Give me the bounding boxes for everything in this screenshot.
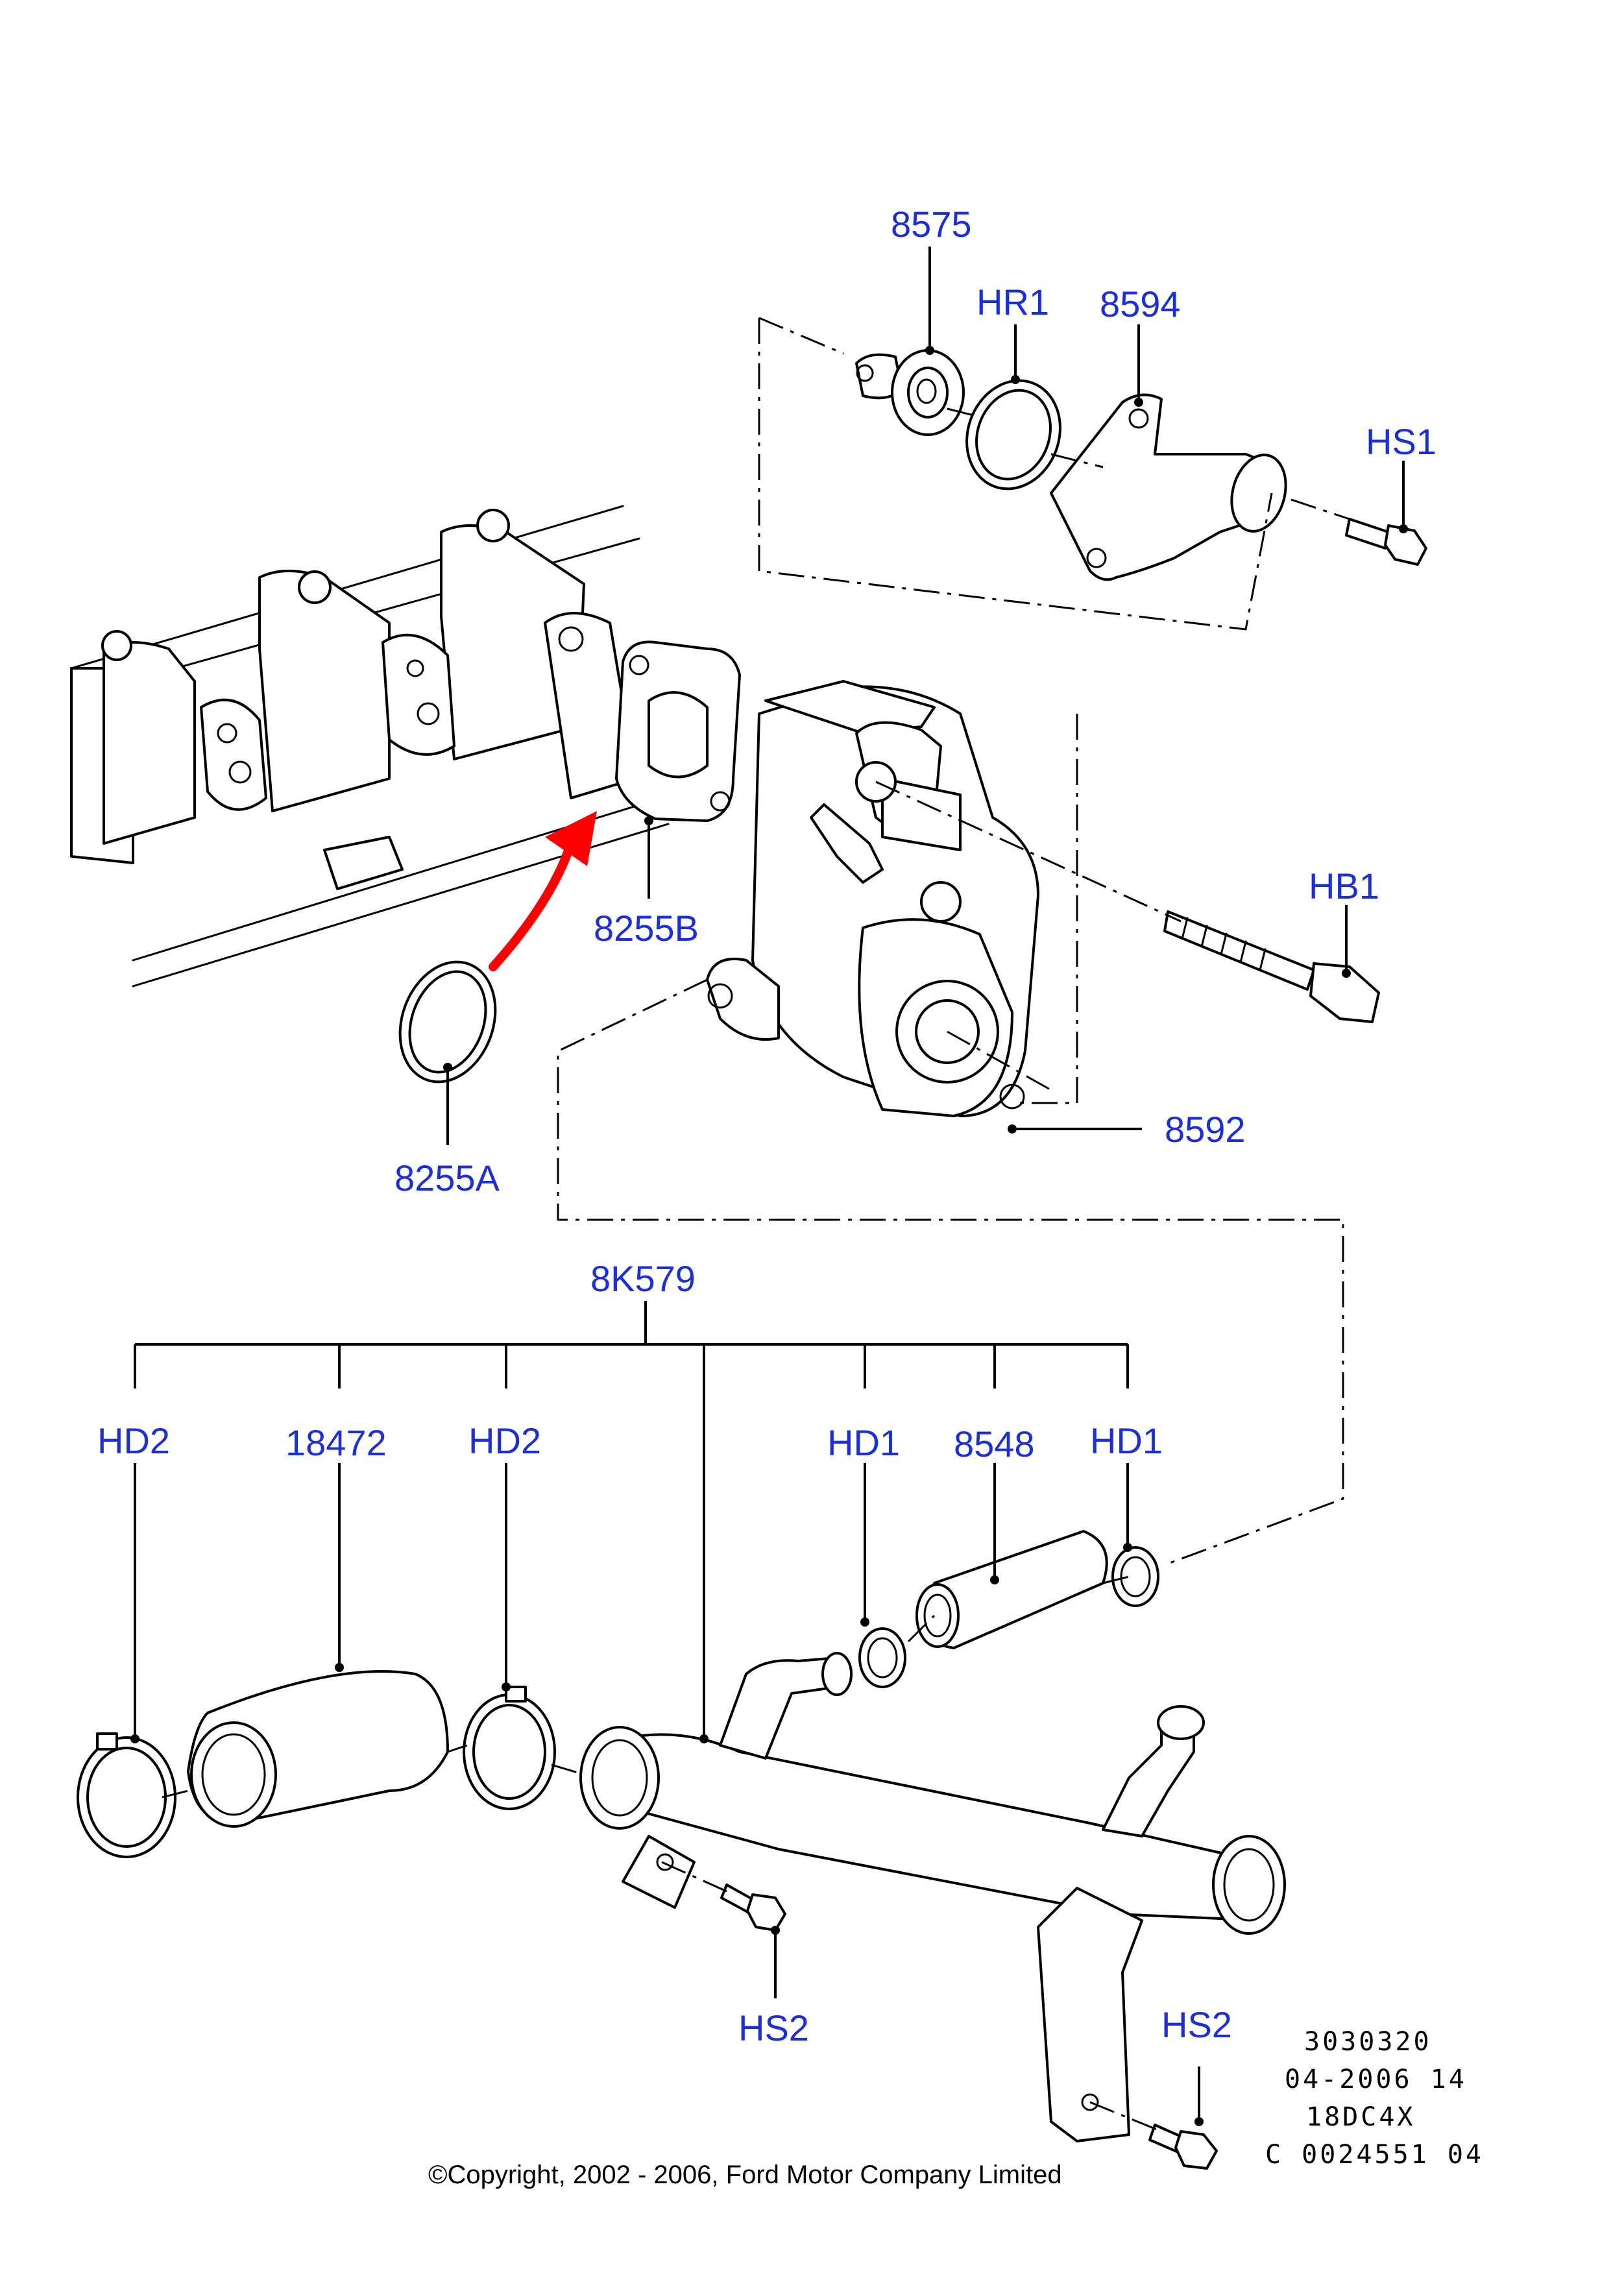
- hose-clamp-hd2-left: [77, 1732, 176, 1858]
- label-18472: 18472: [285, 1422, 387, 1463]
- label-8255a: 8255A: [394, 1158, 500, 1198]
- label-hs2-right: HS2: [1161, 2004, 1232, 2045]
- copyright-text: ©Copyright, 2002 - 2006, Ford Motor Comp…: [428, 2161, 1062, 2189]
- thermostat-8575: [855, 349, 965, 436]
- bolt-hb1: [1163, 910, 1380, 1023]
- info-line-3: 18DC4X: [1306, 2102, 1416, 2132]
- label-8k579: 8K579: [590, 1258, 696, 1299]
- label-hd2-left: HD2: [97, 1420, 170, 1461]
- label-8592: 8592: [1165, 1109, 1246, 1150]
- part-labels: 8575 HR1 8594 HS1 HB1 8255B 8592 8255A 8…: [97, 204, 1436, 2048]
- label-hs1: HS1: [1366, 421, 1436, 462]
- water-outlet-8594: [1050, 393, 1287, 581]
- thermostat-housing-8592: [706, 680, 1039, 1117]
- coolant-pipe-8k579: [579, 1652, 1286, 2142]
- label-hd1-left: HD1: [827, 1422, 900, 1463]
- assembly-lines: [162, 317, 1350, 2133]
- gasket-8255b: [615, 640, 741, 822]
- label-hd2-mid: HD2: [468, 1420, 541, 1461]
- leader-lines: [130, 247, 1408, 2126]
- hose-8548: [915, 1530, 1108, 1649]
- engine-block: [70, 505, 670, 988]
- label-8548: 8548: [954, 1424, 1035, 1464]
- info-block: 3030320 04-2006 14 18DC4X C 0024551 04: [1265, 2027, 1484, 2170]
- hose-clamp-hd1-right: [1111, 1546, 1159, 1607]
- hose-clamp-hd1-left: [858, 1627, 906, 1688]
- bolt-hs1: [1345, 518, 1427, 566]
- label-hb1: HB1: [1309, 866, 1379, 906]
- label-hr1: HR1: [976, 282, 1049, 322]
- assembly-arrow: [489, 811, 597, 971]
- bolt-hs2-right: [1148, 2124, 1218, 2170]
- info-line-1: 3030320: [1304, 2027, 1432, 2057]
- o-ring-8255a: [398, 960, 497, 1084]
- info-line-4: C 0024551 04: [1265, 2140, 1484, 2170]
- hose-18472: [187, 1670, 449, 1828]
- label-hs2-left: HS2: [738, 2007, 809, 2048]
- info-line-2: 04-2006 14: [1285, 2065, 1467, 2094]
- label-hd1-right: HD1: [1090, 1420, 1163, 1461]
- label-8575: 8575: [891, 204, 972, 245]
- label-8255b: 8255B: [594, 908, 699, 949]
- hose-clamp-hd2-mid: [463, 1686, 556, 1810]
- label-8594: 8594: [1100, 284, 1181, 324]
- bolt-hs2-left: [720, 1884, 786, 1932]
- seal-ring-hr1: [965, 379, 1061, 491]
